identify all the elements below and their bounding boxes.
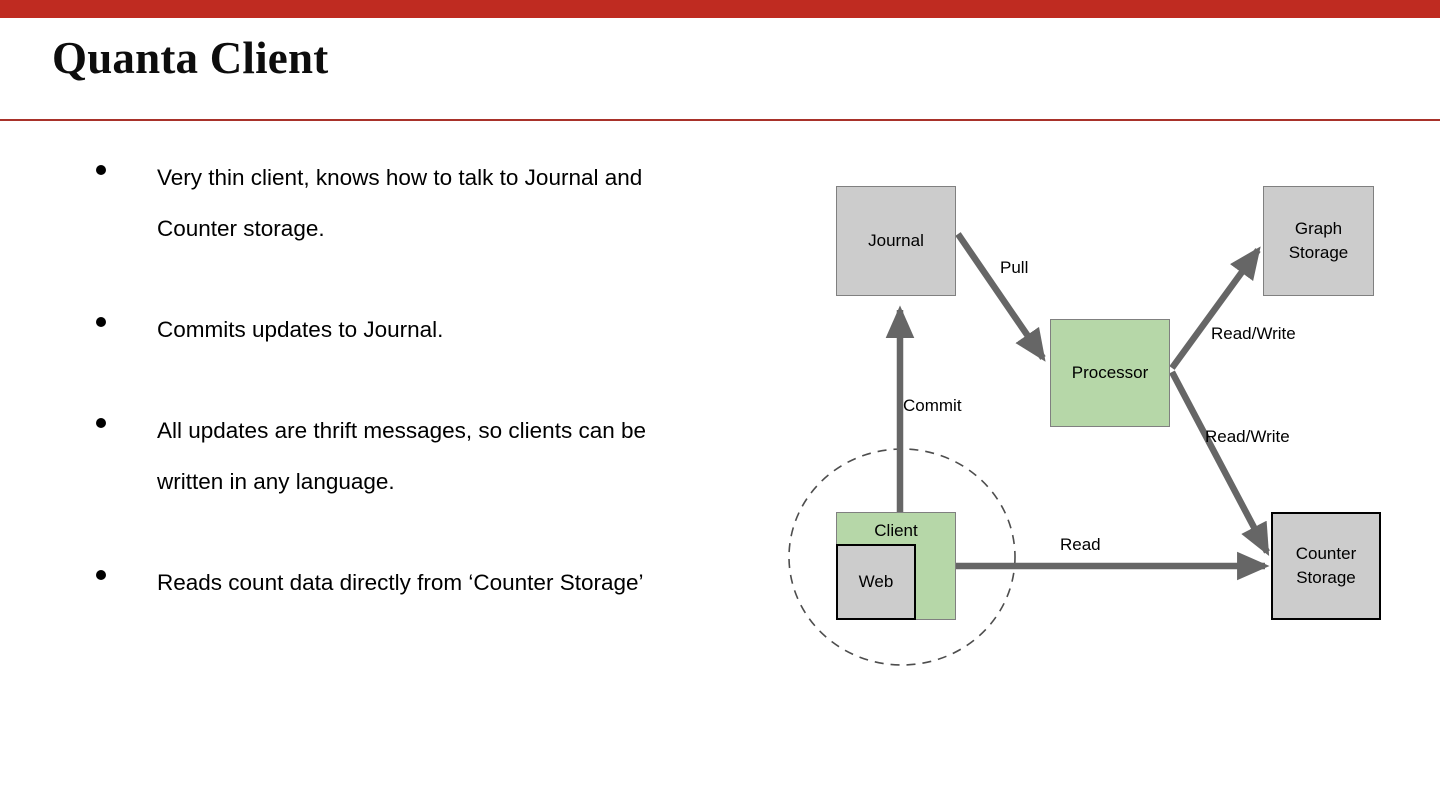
node-counter-storage-label-line2: Storage bbox=[1296, 568, 1356, 587]
node-graph-storage-label-line1: Graph bbox=[1294, 219, 1343, 238]
bullet-dot-icon bbox=[96, 570, 106, 580]
list-item: Reads count data directly from ‘Counter … bbox=[96, 557, 706, 608]
node-processor-label: Processor bbox=[1071, 363, 1149, 382]
page-title: Quanta Client bbox=[52, 33, 329, 83]
edge-pull bbox=[955, 232, 1046, 362]
bullet-text: Commits updates to Journal. bbox=[157, 317, 444, 342]
edge-label-pull: Pull bbox=[1000, 258, 1029, 277]
bullet-text: Very thin client, knows how to talk to J… bbox=[157, 165, 643, 241]
node-web[interactable]: Web bbox=[836, 544, 916, 620]
architecture-diagram: Journal Graph Storage Processor Counter … bbox=[770, 160, 1420, 700]
edge-label-read-write-counter: Read/Write bbox=[1205, 427, 1290, 446]
bullet-dot-icon bbox=[96, 418, 106, 428]
edge-read-write-counter bbox=[1169, 370, 1270, 557]
node-client-label: Client bbox=[874, 521, 918, 540]
node-graph-storage[interactable]: Graph Storage bbox=[1263, 186, 1374, 296]
node-processor[interactable]: Processor bbox=[1050, 319, 1170, 427]
bullet-text: Reads count data directly from ‘Counter … bbox=[157, 570, 644, 595]
node-counter-storage[interactable]: Counter Storage bbox=[1271, 512, 1381, 620]
node-counter-storage-label-line1: Counter bbox=[1295, 544, 1357, 563]
edge-label-read-write-graph: Read/Write bbox=[1211, 324, 1296, 343]
list-item: Commits updates to Journal. bbox=[96, 304, 706, 355]
edge-read-write-graph bbox=[1169, 246, 1261, 370]
bullet-dot-icon bbox=[96, 317, 106, 327]
node-journal[interactable]: Journal bbox=[836, 186, 956, 296]
list-item: All updates are thrift messages, so clie… bbox=[96, 405, 706, 507]
bullet-dot-icon bbox=[96, 165, 106, 175]
list-item: Very thin client, knows how to talk to J… bbox=[96, 152, 706, 254]
diagram-connectors bbox=[788, 232, 1270, 666]
bullet-list: Very thin client, knows how to talk to J… bbox=[96, 152, 706, 608]
bullet-text: All updates are thrift messages, so clie… bbox=[157, 418, 647, 494]
title-divider bbox=[0, 119, 1440, 121]
node-journal-label: Journal bbox=[868, 231, 924, 250]
node-graph-storage-label-line2: Storage bbox=[1288, 243, 1349, 262]
node-web-label: Web bbox=[858, 572, 894, 591]
top-accent-bar bbox=[0, 0, 1440, 18]
edge-label-read: Read bbox=[1060, 535, 1101, 554]
edge-label-commit: Commit bbox=[903, 396, 962, 415]
